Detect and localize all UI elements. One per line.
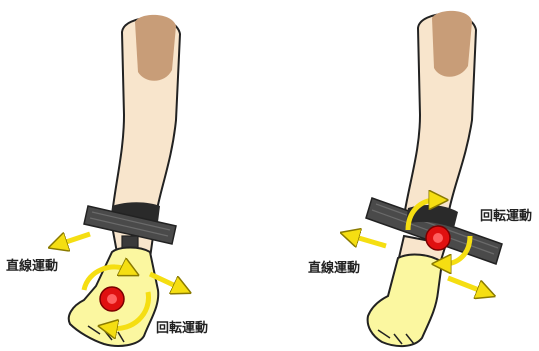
right-glove-hand bbox=[368, 255, 442, 347]
left-elbow-patch bbox=[135, 15, 176, 81]
left-linear-label: 直線運動 bbox=[6, 258, 58, 274]
right-rotation-label: 回転運動 bbox=[480, 208, 532, 224]
left-linear-arrow-left bbox=[60, 234, 90, 244]
right-figure bbox=[352, 11, 502, 346]
right-linear-arrow-left bbox=[352, 236, 386, 246]
left-rotation-label: 回転運動 bbox=[156, 320, 208, 336]
right-linear-arrow-right bbox=[448, 278, 484, 292]
left-figure bbox=[60, 15, 180, 346]
right-elbow-patch bbox=[432, 11, 472, 77]
right-linear-label: 直線運動 bbox=[308, 260, 360, 276]
